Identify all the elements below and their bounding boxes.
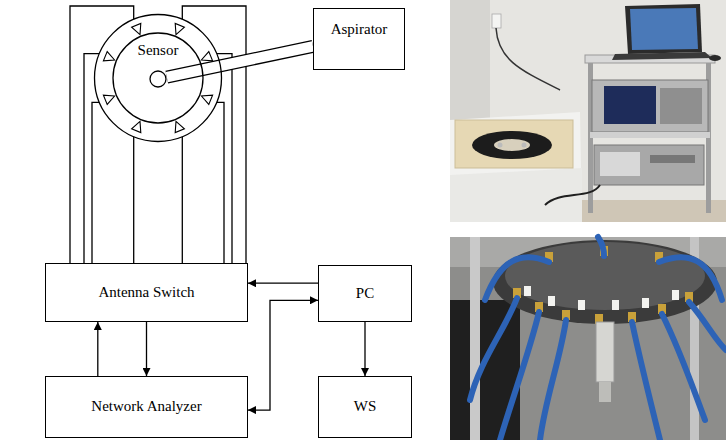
signal-arrow <box>97 322 98 376</box>
antenna-cable <box>217 54 232 263</box>
antenna-cable <box>133 137 134 263</box>
node-label: PC <box>356 285 374 302</box>
antenna-cable <box>70 6 134 263</box>
pc-box: PC <box>318 265 412 322</box>
room-photo <box>450 0 726 222</box>
node-label: WS <box>354 398 377 415</box>
signal-arrow <box>248 300 318 410</box>
analyzer-box: Network Analyzer <box>45 376 248 438</box>
node-label: Aspirator <box>331 21 388 38</box>
sensor-array-photo <box>450 237 726 440</box>
antenna-cable <box>84 54 99 263</box>
antenna-cable <box>217 102 224 263</box>
aspirator-tube <box>167 46 313 77</box>
node-label: Network Analyzer <box>91 398 201 415</box>
sensor-circle: Sensor <box>93 13 223 143</box>
signal-arrow <box>364 322 365 376</box>
antenna-cable <box>92 102 99 263</box>
aspirator-box: Aspirator <box>313 8 405 70</box>
sensor-ring <box>93 13 223 143</box>
node-label: Antenna Switch <box>98 284 194 301</box>
antenna-cable <box>182 137 183 263</box>
node-label: Sensor <box>93 42 223 59</box>
signal-arrow <box>146 322 147 376</box>
antenna-cable <box>182 6 246 263</box>
workstation-box: WS <box>318 376 412 438</box>
signal-arrow <box>248 283 318 284</box>
switch-box: Antenna Switch <box>45 263 248 322</box>
